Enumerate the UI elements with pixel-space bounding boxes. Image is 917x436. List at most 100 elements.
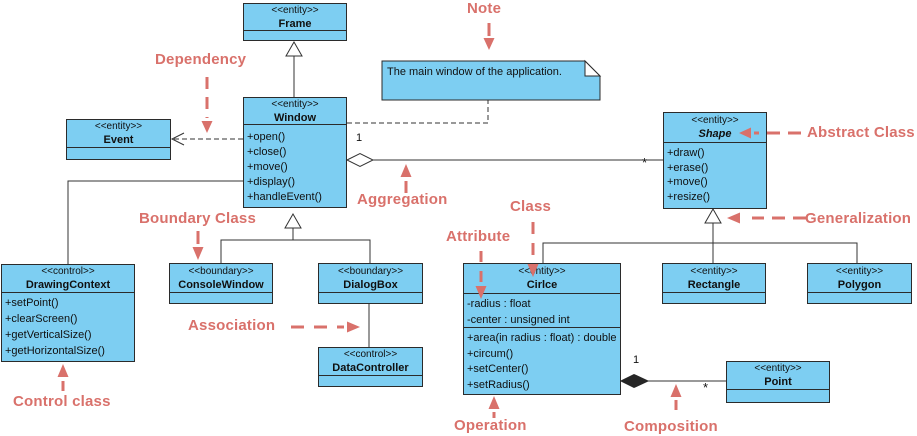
class-frame: <<entity>> Frame — [243, 3, 347, 41]
class-consolewindow: <<boundary>> ConsoleWindow — [169, 263, 273, 304]
operations-compartment: +setPoint() +clearScreen() +getVerticalS… — [2, 293, 134, 361]
operation: +handleEvent() — [247, 191, 322, 203]
note-shape — [381, 60, 601, 101]
class-name: Window — [273, 111, 317, 124]
class-name: ConsoleWindow — [178, 278, 264, 291]
class-polygon: <<entity>> Polygon — [807, 263, 912, 304]
composition-filled-diamond — [619, 373, 650, 389]
class-name: DataController — [332, 362, 409, 374]
generalization-window-bus — [220, 239, 371, 263]
stereotype: <<boundary>> — [337, 265, 404, 277]
class-name: DrawingContext — [25, 279, 111, 291]
attribute: -center : unsigned int — [467, 313, 570, 326]
annotation-control-class: Control class — [13, 393, 111, 410]
operation: +resize() — [667, 190, 711, 203]
note-text: The main window of the application. — [387, 66, 562, 78]
class-name: Point — [764, 376, 792, 388]
class-event-title: <<entity>> Event — [67, 120, 170, 148]
annotation-class: Class — [510, 198, 552, 215]
stereotype: <<entity>> — [691, 115, 739, 126]
annotation-abstract-class: Abstract Class — [807, 124, 915, 141]
class-name: Polygon — [837, 278, 882, 291]
operation: +move() — [667, 176, 708, 188]
operation: +setRadius() — [467, 378, 530, 391]
operation: +clearScreen() — [5, 313, 78, 325]
stereotype: <<entity>> — [271, 98, 319, 110]
class-point-title: <<entity>> Point — [727, 362, 829, 390]
multiplicity-aggregation-source: 1 — [356, 132, 363, 144]
multiplicity-composition-target: * — [703, 380, 709, 395]
operation: +draw() — [667, 147, 705, 159]
empty-compartment — [170, 293, 272, 303]
class-event: <<entity>> Event — [66, 119, 171, 160]
operation: +setCenter() — [467, 363, 529, 375]
operation: +getHorizontalSize() — [5, 345, 105, 357]
empty-compartment — [727, 390, 829, 402]
class-frame-title: <<entity>> Frame — [244, 4, 346, 31]
association-window-drawingcontext-line — [67, 180, 243, 264]
multiplicity-composition-source: 1 — [633, 354, 640, 366]
class-window-title: <<entity>> Window — [244, 98, 346, 125]
class-name: Cirlce — [526, 279, 558, 291]
annotation-attribute: Attribute — [446, 228, 511, 245]
operations-compartment: +draw() +erase() +move() +resize() — [664, 143, 766, 208]
annotation-operation: Operation — [454, 417, 527, 434]
annotation-dependency: Dependency — [155, 51, 247, 68]
class-name: Event — [103, 134, 134, 146]
class-datacontroller-title: <<control>> DataController — [319, 348, 422, 376]
operation: +display() — [247, 176, 295, 188]
dependency-open-arrowhead — [170, 132, 185, 146]
aggregation-hollow-diamond — [345, 152, 375, 168]
annotation-composition: Composition — [624, 418, 718, 435]
stereotype: <<control>> — [343, 349, 398, 360]
class-datacontroller: <<control>> DataController — [318, 347, 423, 387]
annotation-boundary-class: Boundary Class — [139, 210, 256, 227]
operation: +open() — [247, 131, 286, 143]
class-dialogbox: <<boundary>> DialogBox — [318, 263, 423, 304]
stereotype: <<entity>> — [518, 266, 566, 277]
stereotype: <<entity>> — [271, 4, 319, 16]
class-name: Frame — [278, 17, 312, 30]
empty-compartment — [244, 31, 346, 40]
annotation-aggregation: Aggregation — [357, 191, 448, 208]
class-window: <<entity>> Window +open() +close() +move… — [243, 97, 347, 208]
stereotype: <<entity>> — [835, 265, 884, 277]
empty-compartment — [319, 376, 422, 386]
operation: +area(in radius : float) : double — [467, 332, 617, 344]
operation: +move() — [247, 161, 288, 173]
empty-compartment — [808, 293, 911, 303]
note-folded-corner — [584, 59, 602, 77]
class-consolewindow-title: <<boundary>> ConsoleWindow — [170, 264, 272, 293]
class-dialogbox-title: <<boundary>> DialogBox — [319, 264, 422, 293]
operation: +close() — [247, 146, 287, 158]
class-circle-title: <<entity>> Cirlce — [464, 264, 620, 294]
empty-compartment — [663, 293, 765, 303]
class-point: <<entity>> Point — [726, 361, 830, 403]
stereotype: <<entity>> — [94, 121, 143, 132]
annotation-note: Note — [467, 0, 502, 17]
class-drawingcontext: <<control>> DrawingContext +setPoint() +… — [1, 264, 135, 362]
empty-compartment — [67, 148, 170, 159]
stereotype: <<entity>> — [690, 265, 738, 277]
class-name: DialogBox — [343, 278, 398, 291]
operations-compartment: +area(in radius : float) : double +circu… — [464, 328, 620, 394]
generalization-triangle-frame — [285, 40, 303, 57]
stereotype: <<boundary>> — [188, 265, 254, 277]
class-rectangle-title: <<entity>> Rectangle — [663, 264, 765, 293]
stereotype: <<control>> — [41, 266, 95, 277]
class-name: Shape — [698, 128, 732, 140]
annotation-generalization: Generalization — [805, 210, 912, 227]
generalization-shape-bus — [542, 242, 858, 263]
class-circle: <<entity>> Cirlce -radius : float -cente… — [463, 263, 621, 395]
class-name: Rectangle — [687, 278, 741, 291]
class-shape-title: <<entity>> Shape — [664, 113, 766, 143]
attribute: -radius : float — [467, 298, 531, 310]
note-anchor-line — [347, 100, 489, 124]
operation: +getVerticalSize() — [5, 329, 92, 341]
class-rectangle: <<entity>> Rectangle — [662, 263, 766, 304]
class-polygon-title: <<entity>> Polygon — [808, 264, 911, 293]
class-drawingcontext-title: <<control>> DrawingContext — [2, 265, 134, 293]
operation: +circum() — [467, 347, 514, 360]
operations-compartment: +open() +close() +move() +display() +han… — [244, 125, 346, 207]
